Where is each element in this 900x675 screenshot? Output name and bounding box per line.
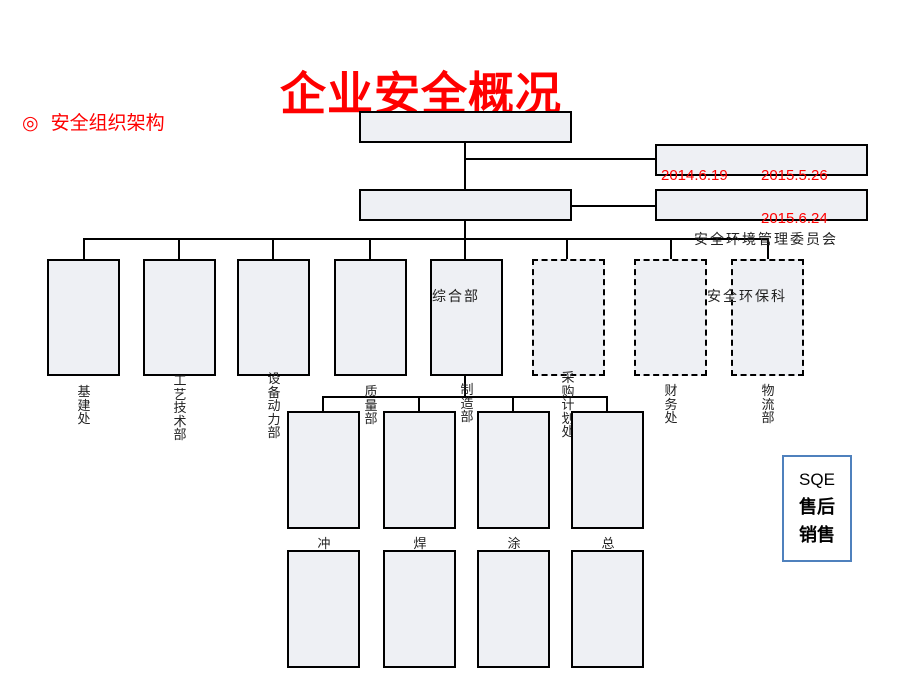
connector-department-bus xyxy=(83,238,769,240)
connector-mid-vertical xyxy=(464,220,466,240)
connector-to-right-box-1 xyxy=(464,158,656,160)
dept-box-jijian xyxy=(47,259,120,376)
drop-1 xyxy=(83,238,85,260)
connector-to-right-box-2 xyxy=(571,205,656,207)
connector-workshop-vertical xyxy=(464,376,466,398)
label-chong: 冲 xyxy=(317,537,331,552)
drop-3 xyxy=(272,238,274,260)
dept-box-shebei xyxy=(237,259,310,376)
ws-drop-2 xyxy=(418,396,420,412)
sqe-label: SQE xyxy=(799,470,835,489)
drop-5 xyxy=(464,238,466,260)
drop-4 xyxy=(369,238,371,260)
connector-top-vertical xyxy=(464,142,466,190)
label-caiwu: 财务处 xyxy=(664,384,678,426)
drop-6 xyxy=(566,238,568,260)
label-han: 焊 xyxy=(413,537,427,552)
drop-7 xyxy=(670,238,672,260)
label-zhizao: 制造部 xyxy=(460,383,474,425)
date-1: 2014.6.19 xyxy=(661,167,728,184)
second-box xyxy=(359,189,572,221)
dept-box-zhizao xyxy=(430,259,503,376)
sub-box-cover-2 xyxy=(383,550,456,668)
label-shebei: 设备动力部 xyxy=(267,372,281,441)
label-zonghe: 综合部 xyxy=(432,289,480,305)
dept-box-zhiliang xyxy=(334,259,407,376)
bullet-circle-icon: ◎ xyxy=(22,112,39,134)
ws-drop-3 xyxy=(512,396,514,412)
label-gongyi: 工艺技术部 xyxy=(173,374,187,443)
sales-label: 销售 xyxy=(799,525,835,545)
sqe-box: SQE 售后 销售 xyxy=(782,455,852,562)
section-heading-text: 安全组织架构 xyxy=(50,112,165,134)
section-heading: ◎ 安全组织架构 xyxy=(22,108,165,135)
right-box-upper xyxy=(655,144,868,176)
drop-2 xyxy=(178,238,180,260)
ws-drop-4 xyxy=(606,396,608,412)
committee-label: 安全环境管理委员会 xyxy=(694,232,838,248)
workshop-box-3 xyxy=(477,411,550,529)
sub-box-cover-1 xyxy=(287,550,360,668)
right-box-lower xyxy=(655,189,868,221)
dept-box-gongyi xyxy=(143,259,216,376)
label-wuliu: 物流部 xyxy=(761,384,775,426)
label-zong: 总 xyxy=(601,537,615,552)
workshop-box-1 xyxy=(287,411,360,529)
aftersales-label: 售后 xyxy=(799,497,835,517)
ws-drop-1 xyxy=(322,396,324,412)
label-tu: 涂 xyxy=(507,537,521,552)
dept-box-caiwu xyxy=(634,259,707,376)
date-3: 2015.6.24 xyxy=(761,210,828,227)
sub-box-cover-3 xyxy=(477,550,550,668)
connector-workshop-bus xyxy=(322,396,608,398)
label-anhuan: 安全环保科 xyxy=(707,289,787,305)
dept-box-wuliu xyxy=(731,259,804,376)
label-zhiliang: 质量部 xyxy=(364,385,378,427)
sub-box-cover-4 xyxy=(571,550,644,668)
drop-8 xyxy=(767,238,769,260)
date-2: 2015.5.26 xyxy=(761,167,828,184)
top-box xyxy=(359,111,572,143)
workshop-box-2 xyxy=(383,411,456,529)
dept-box-caigou xyxy=(532,259,605,376)
label-jijian: 基建处 xyxy=(77,385,91,427)
workshop-box-4 xyxy=(571,411,644,529)
